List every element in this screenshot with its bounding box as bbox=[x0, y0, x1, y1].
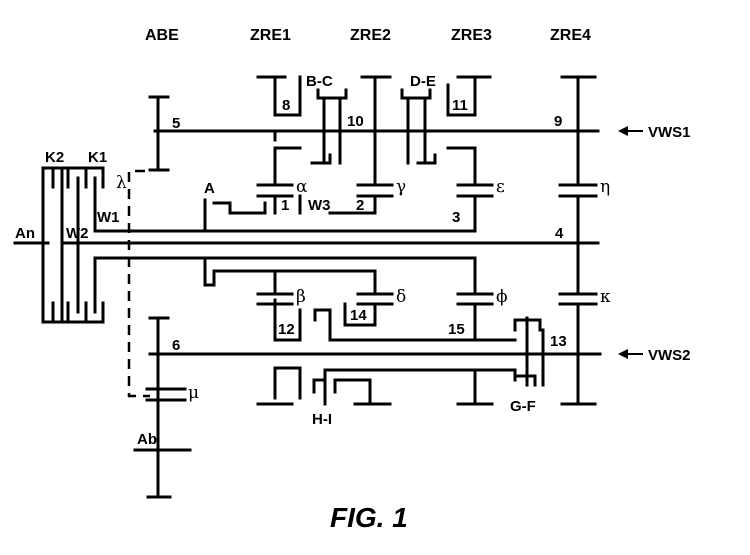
de-top-hook bbox=[400, 88, 432, 100]
label-gear-2: 2 bbox=[356, 197, 364, 214]
hi-right-hook bbox=[313, 308, 517, 342]
label-kappa: κ bbox=[600, 287, 611, 307]
label-beta: β bbox=[296, 287, 306, 307]
lambda-link bbox=[127, 169, 150, 398]
gear-2 bbox=[348, 194, 377, 215]
clutch-a-hook bbox=[212, 201, 267, 215]
gear-14 bbox=[343, 302, 377, 327]
hi-link bbox=[323, 368, 517, 382]
hi-hook-a bbox=[312, 378, 327, 394]
label-gear-3: 3 bbox=[452, 209, 460, 226]
header-zre3: ZRE3 bbox=[451, 27, 492, 44]
label-w3: W3 bbox=[308, 197, 331, 214]
label-gear-15: 15 bbox=[448, 321, 465, 338]
zre1-alpha-left bbox=[273, 146, 302, 187]
label-vws2: VWS2 bbox=[648, 347, 691, 364]
gf-bottom-hook bbox=[515, 374, 537, 387]
clutch-a-lower-hook bbox=[203, 256, 232, 287]
label-gamma: γ bbox=[396, 177, 406, 197]
label-gear-13: 13 bbox=[550, 333, 567, 350]
label-alpha: α bbox=[296, 177, 308, 197]
vws1-arrow-head bbox=[618, 126, 628, 136]
label-phi: ϕ bbox=[496, 287, 508, 307]
label-lambda: λ bbox=[116, 173, 127, 193]
zre1-bottom-gear bbox=[273, 366, 302, 400]
label-bc: B-C bbox=[306, 73, 333, 90]
label-gear-5: 5 bbox=[172, 115, 180, 132]
label-gear-14: 14 bbox=[350, 307, 367, 324]
label-gear-9: 9 bbox=[554, 113, 562, 130]
label-gear-4: 4 bbox=[555, 225, 564, 242]
label-ab: Ab bbox=[137, 431, 157, 448]
label-de: D-E bbox=[410, 73, 436, 90]
label-epsilon: ε bbox=[496, 177, 505, 197]
label-k1: K1 bbox=[88, 149, 107, 166]
label-eta: η bbox=[600, 177, 610, 197]
header-zre2: ZRE2 bbox=[350, 27, 391, 44]
hi-hook-b bbox=[333, 378, 372, 406]
gear-12 bbox=[273, 298, 302, 342]
label-mu: μ bbox=[188, 383, 199, 403]
label-gf: G-F bbox=[510, 398, 536, 415]
bc-bottom-hook bbox=[310, 153, 332, 165]
label-gear-1: 1 bbox=[281, 197, 289, 214]
vws2-arrow-head bbox=[618, 349, 628, 359]
label-w1: W1 bbox=[97, 209, 120, 226]
header-zre4: ZRE4 bbox=[550, 27, 591, 44]
gf-top-hook bbox=[513, 318, 542, 332]
label-vws1: VWS1 bbox=[648, 124, 691, 141]
header-zre1: ZRE1 bbox=[250, 27, 291, 44]
zre3-eps-left bbox=[446, 146, 477, 187]
header-abe: ABE bbox=[145, 27, 179, 44]
label-an: An bbox=[15, 225, 35, 242]
label-gear-8: 8 bbox=[282, 97, 290, 114]
gear-8 bbox=[273, 75, 302, 117]
label-gear-6: 6 bbox=[172, 337, 180, 354]
gear-11 bbox=[446, 75, 477, 117]
label-w2: W2 bbox=[66, 225, 89, 242]
label-a: A bbox=[204, 180, 215, 197]
label-gear-12: 12 bbox=[278, 321, 295, 338]
label-hi: H-I bbox=[312, 411, 332, 428]
label-gear-11: 11 bbox=[452, 97, 468, 114]
bc-top-hook bbox=[316, 88, 348, 100]
de-bottom-hook bbox=[416, 153, 437, 165]
label-delta: δ bbox=[396, 287, 406, 307]
figure-caption: FIG. 1 bbox=[330, 502, 408, 533]
label-gear-10: 10 bbox=[347, 113, 364, 130]
label-k2: K2 bbox=[45, 149, 64, 166]
